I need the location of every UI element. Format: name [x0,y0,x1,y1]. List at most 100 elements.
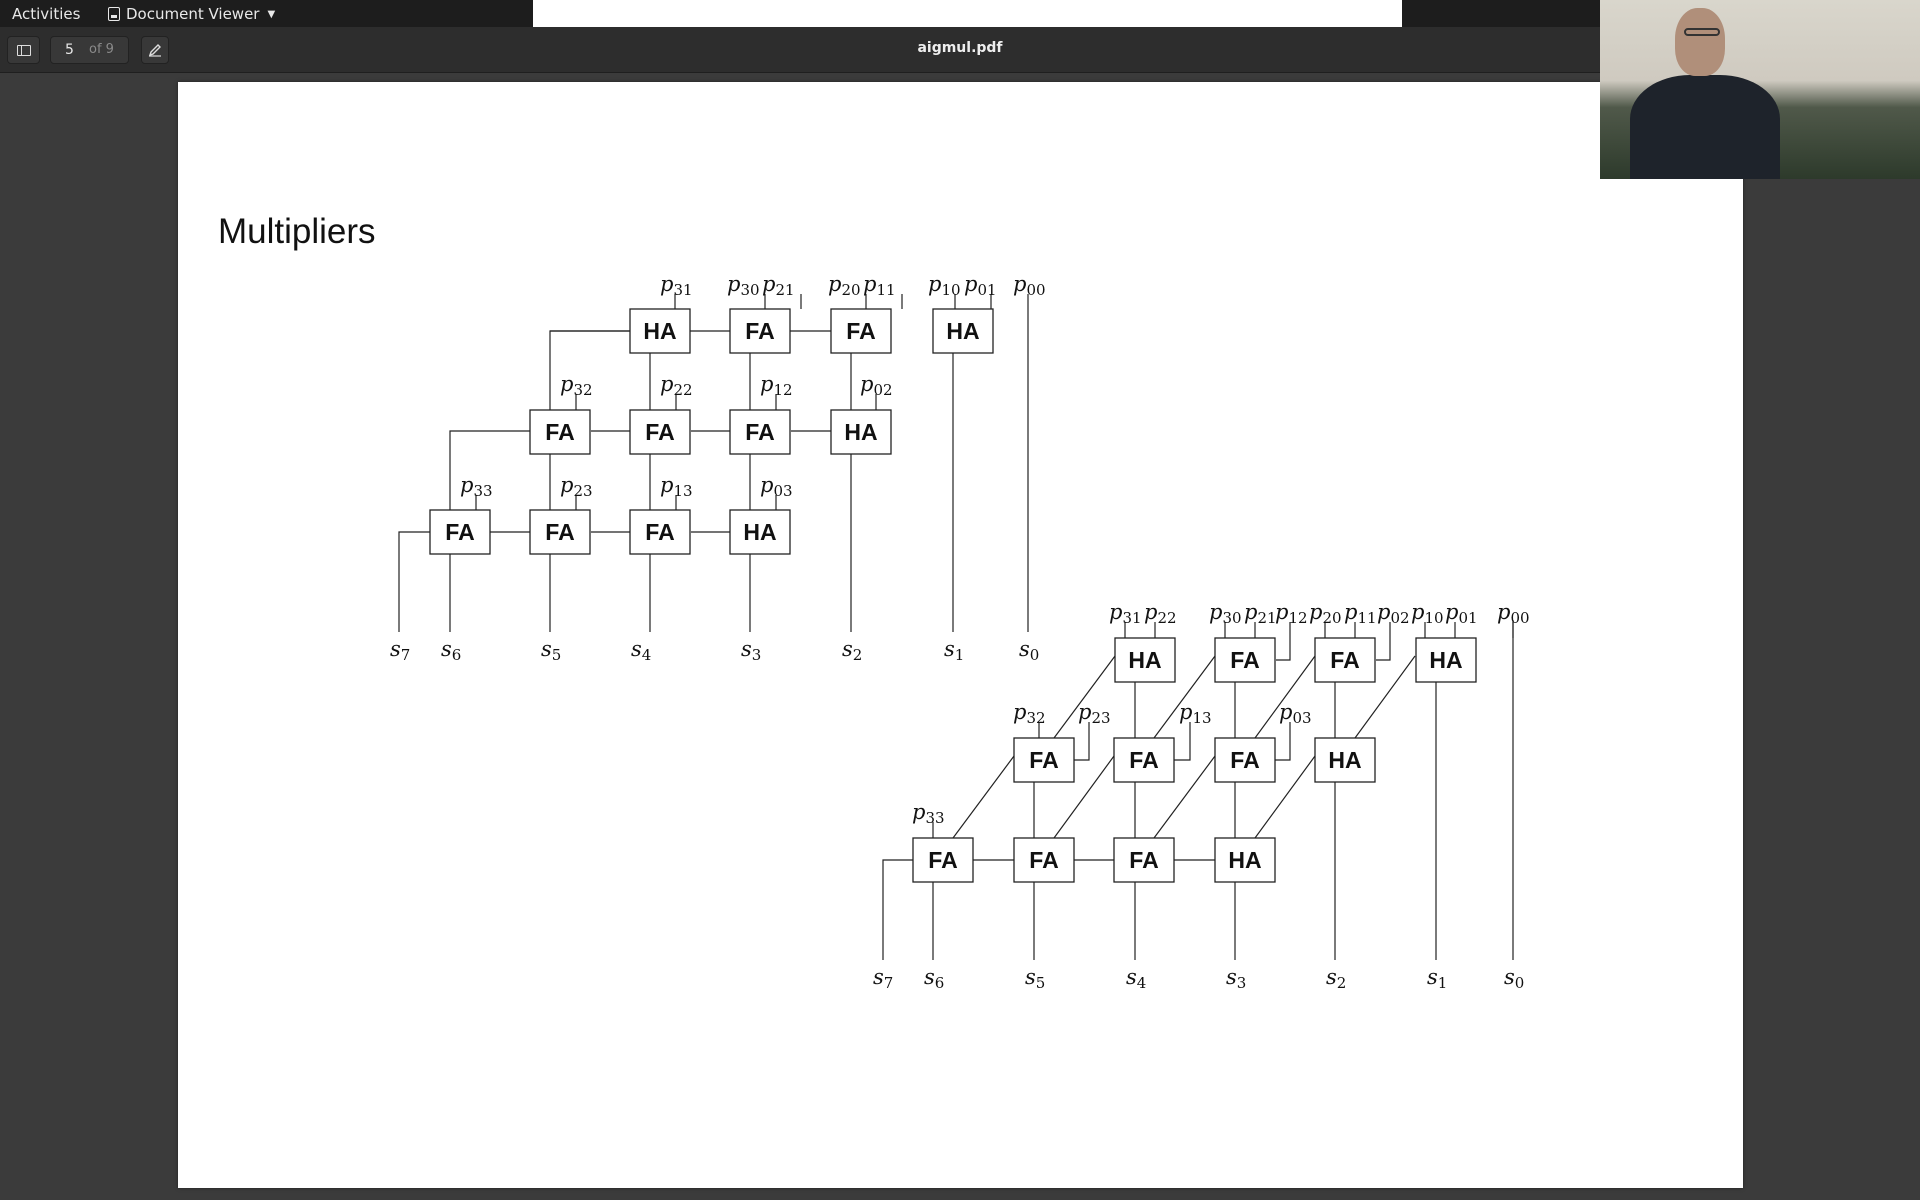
adder-cell: FA [1214,737,1276,783]
svg-text:FA: FA [1230,747,1259,773]
pencil-icon [148,44,161,57]
input-label: p32 [560,372,593,399]
svg-text:FA: FA [928,847,957,873]
app-menu-label: Document Viewer [126,5,260,23]
input-label: p00 [1013,272,1046,299]
annotate-button[interactable] [141,36,169,64]
activities-button[interactable]: Activities [12,5,81,23]
app-menu[interactable]: Document Viewer ▼ [108,5,275,23]
svg-text:FA: FA [1029,747,1058,773]
svg-text:FA: FA [645,419,674,445]
adder-cell: FA [1113,837,1175,883]
adder-cell: FA [1113,737,1175,783]
output-label: s3 [1226,965,1246,992]
adder-cell: FA [1214,637,1276,683]
adder-cell: FA [629,509,691,555]
adder-cell: FA [1013,737,1075,783]
output-label: s7 [873,965,893,992]
svg-text:HA: HA [1228,847,1261,873]
adder-cell: HA [729,509,791,555]
svg-text:FA: FA [645,519,674,545]
input-label: p30 [727,272,760,299]
adder-cell: HA [1314,737,1376,783]
current-page-value[interactable]: 5 [65,42,74,58]
svg-text:FA: FA [545,519,574,545]
input-label: p00 [1497,600,1530,627]
top-wires [398,294,1029,632]
input-label: p33 [912,800,945,827]
presenter-head [1675,8,1725,76]
adder-cell: FA [529,409,591,455]
svg-text:FA: FA [1330,647,1359,673]
chevron-down-icon: ▼ [267,8,276,20]
input-label: p21 [762,272,795,299]
output-label: s3 [741,637,761,664]
output-label: s7 [390,637,410,664]
input-label: p21 [1244,600,1277,627]
sidebar-toggle-button[interactable] [7,36,40,64]
input-label: p31 [660,272,693,299]
input-label: p31 [1109,600,1142,627]
adder-cell: HA [830,409,892,455]
output-label: s0 [1019,637,1039,664]
presenter-body [1630,75,1780,179]
adder-cell: HA [629,308,691,354]
svg-text:FA: FA [745,318,774,344]
input-label: p22 [660,372,693,399]
output-label: s1 [1427,965,1447,992]
output-label: s4 [1126,965,1146,992]
adder-cell: HA [1114,637,1176,683]
input-label: p33 [460,473,493,500]
input-label: p22 [1144,600,1177,627]
input-label: p02 [1377,600,1410,627]
output-label: s2 [842,637,862,664]
output-label: s6 [924,965,944,992]
webcam-overlay [1600,0,1920,179]
adder-cell: FA [1314,637,1376,683]
adder-cell: FA [429,509,491,555]
input-label: p23 [560,473,593,500]
input-label: p20 [1309,600,1342,627]
input-label: p23 [1078,700,1111,727]
multiplier-diagrams: HA FA FA HA FA FA FA HA FA FA FA HA p31 … [390,272,1530,992]
output-label: s2 [1326,965,1346,992]
svg-text:FA: FA [545,419,574,445]
input-label: p32 [1013,700,1046,727]
adder-cell: FA [629,409,691,455]
pdf-page: Multipliers [178,82,1743,1188]
svg-text:HA: HA [1328,747,1361,773]
svg-text:HA: HA [946,318,979,344]
input-label: p11 [1344,600,1377,627]
input-label: p13 [1179,700,1212,727]
adder-cell: HA [932,308,994,354]
input-label: p03 [1279,700,1312,727]
input-label: p12 [760,372,793,399]
output-label: s4 [631,637,651,664]
output-label: s5 [1025,965,1045,992]
svg-text:FA: FA [1029,847,1058,873]
page-number-field[interactable]: 5 of 9 [50,36,129,64]
svg-text:HA: HA [1429,647,1462,673]
adder-cell: FA [830,308,892,354]
svg-text:FA: FA [1129,747,1158,773]
document-viewer-icon [108,7,120,21]
input-label: p10 [1411,600,1444,627]
svg-text:HA: HA [1128,647,1161,673]
document-title: aigmul.pdf [917,40,1003,56]
bottom-carry-save-multiplier: HA FA FA HA FA FA FA HA FA FA FA HA p31 … [873,600,1530,992]
svg-text:FA: FA [1129,847,1158,873]
adder-cell: FA [729,409,791,455]
adder-cell: FA [529,509,591,555]
input-label: p02 [860,372,893,399]
top-array-multiplier: HA FA FA HA FA FA FA HA FA FA FA HA p31 … [390,272,1046,664]
adder-cell: HA [1415,637,1477,683]
svg-text:HA: HA [844,419,877,445]
svg-text:HA: HA [643,318,676,344]
output-label: s1 [944,637,964,664]
presenter-glasses [1684,28,1720,36]
sidebar-toggle-icon [16,44,31,56]
adder-cell: FA [729,308,791,354]
input-label: p13 [660,473,693,500]
input-label: p10 [928,272,961,299]
adder-cell: FA [1013,837,1075,883]
